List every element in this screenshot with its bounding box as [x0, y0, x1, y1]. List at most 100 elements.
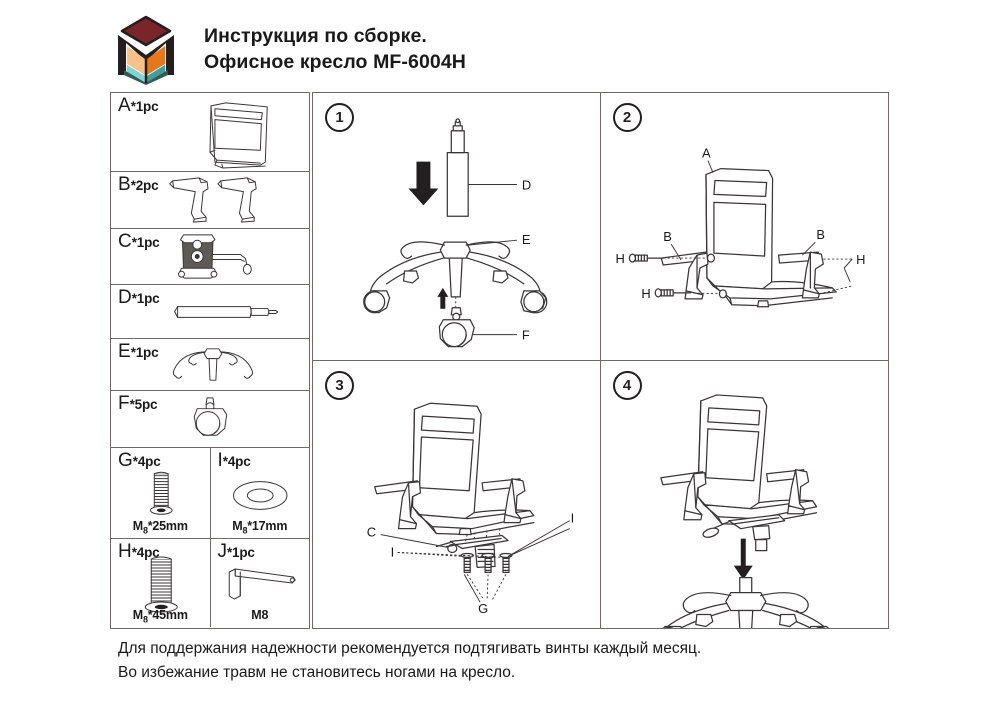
part-art-five-star-base: [172, 348, 253, 381]
step-number-4: 4: [612, 370, 642, 400]
footer-line-2: Во избежание травм не становитесь ногами…: [118, 663, 516, 681]
part-spec-I-suffix: *17mm: [247, 518, 288, 533]
parts-row-C: C*1pc: [111, 229, 309, 285]
part-spec-J: M8: [211, 608, 310, 625]
part-art-washer: [232, 481, 287, 510]
title-line-1: Инструкция по сборке.: [204, 25, 427, 48]
part-art-allen-key: [228, 568, 296, 600]
part-spec-I-sub: 8: [242, 525, 248, 535]
part-spec-G: M8*25mm: [111, 519, 210, 536]
parts-cell-C: C*1pc: [111, 229, 309, 284]
part-spec-G-sub: 8: [142, 525, 148, 535]
sheet-header: Инструкция по сборке. Офисное кресло MF-…: [110, 12, 890, 88]
step-art-3: G I I C: [367, 402, 575, 616]
part-spec-I-prefix: M: [232, 518, 243, 533]
part-letter-F: F: [118, 393, 130, 414]
part-qty-J: *1pc: [227, 545, 255, 560]
parts-cell-H: H*4pc M8*45mm: [111, 539, 211, 627]
part-spec-J-prefix: M: [251, 607, 262, 622]
part-letter-E: E: [118, 341, 131, 362]
step2-callout-H-right: H: [856, 252, 865, 267]
part-art-chair-frame: [209, 102, 268, 169]
part-label-F: F*5pc: [118, 393, 158, 414]
part-qty-A: *1pc: [130, 99, 159, 114]
step3-callout-G: G: [478, 601, 488, 616]
parts-list-table: A*1pc B*2pc: [110, 92, 310, 629]
part-letter-H: H: [118, 541, 132, 562]
step-number-3: 3: [325, 370, 354, 400]
step1-callout-F: F: [522, 328, 530, 343]
step-panel-3: 3: [313, 360, 601, 628]
step3-callout-I-left: I: [391, 544, 395, 559]
parts-cell-I: I*4pc M8*17mm: [211, 448, 310, 538]
part-qty-G: *4pc: [132, 454, 161, 469]
part-letter-J: J: [217, 541, 228, 562]
step2-callout-B-left: B: [663, 229, 672, 244]
step-panel-1: 1: [313, 93, 601, 361]
title-block: Инструкция по сборке. Офисное кресло MF-…: [204, 24, 466, 76]
parts-row-E: E*1pc: [111, 339, 309, 391]
part-letter-C: C: [118, 231, 132, 252]
step-art-2: A B B H H H: [615, 146, 865, 308]
part-spec-G-suffix: *25mm: [147, 518, 188, 533]
step3-callout-I-right: I: [571, 510, 575, 525]
part-label-C: C*1pc: [118, 231, 160, 252]
step-number-2: 2: [612, 103, 642, 132]
part-label-G: G*4pc: [118, 451, 161, 470]
part-qty-E: *1pc: [130, 345, 159, 360]
step3-callout-C: C: [367, 524, 376, 539]
part-label-H: H*4pc: [118, 541, 160, 562]
company-logo: [110, 15, 182, 85]
parts-cell-A: A*1pc: [111, 93, 309, 171]
parts-row-F: F*5pc: [111, 391, 309, 448]
part-art-long-bolt: [144, 556, 178, 613]
part-letter-A: A: [118, 95, 131, 116]
parts-cell-F: F*5pc: [111, 391, 309, 447]
part-art-short-bolt: [149, 471, 173, 515]
step2-callout-H-bottom: H: [641, 286, 650, 301]
part-qty-F: *5pc: [129, 397, 158, 412]
part-qty-I: *4pc: [222, 454, 251, 469]
part-spec-J-suffix: 8: [261, 607, 269, 622]
part-spec-H-prefix: M: [132, 607, 143, 622]
step-art-4: [659, 393, 830, 628]
step-art-1: D E F: [363, 118, 548, 348]
part-label-E: E*1pc: [118, 341, 159, 362]
parts-cell-D: D*1pc: [111, 285, 309, 338]
step1-callout-E: E: [522, 232, 531, 247]
step2-callout-A: A: [701, 146, 710, 161]
part-spec-G-prefix: M: [132, 518, 143, 533]
part-qty-C: *1pc: [131, 235, 160, 250]
parts-row-B: B*2pc: [111, 172, 309, 229]
part-qty-D: *1pc: [131, 291, 160, 306]
part-qty-H: *4pc: [131, 545, 160, 560]
parts-cell-B: B*2pc: [111, 172, 309, 228]
part-spec-I: M8*17mm: [211, 519, 310, 536]
step1-callout-D: D: [522, 177, 531, 192]
step-panel-4: 4: [601, 361, 889, 628]
step-panel-2: 2: [600, 93, 888, 361]
part-letter-G: G: [118, 450, 133, 471]
step2-callout-B-right: B: [816, 227, 825, 242]
title-line-2: Офисное кресло MF-6004H: [204, 51, 466, 73]
parts-cell-E: E*1pc: [111, 339, 309, 390]
part-art-gas-cylinder: [174, 306, 279, 318]
parts-cell-G: G*4pc M8*25mm: [111, 448, 211, 538]
part-letter-I: I: [217, 450, 223, 471]
part-spec-H-sub: 8: [142, 614, 148, 624]
parts-row-D: D*1pc: [111, 285, 309, 339]
part-label-D: D*1pc: [118, 287, 160, 308]
parts-cell-J: J*1pc M8: [211, 539, 310, 627]
step-number-1: 1: [325, 103, 354, 132]
footer-line-1: Для поддержания надежности рекомендуется…: [118, 640, 702, 657]
parts-row-H-J: H*4pc M8*45mm J*1pc: [111, 539, 309, 627]
part-letter-B: B: [118, 174, 131, 195]
part-spec-H-suffix: *45mm: [147, 607, 188, 622]
part-label-J: J*1pc: [218, 542, 255, 561]
part-letter-D: D: [118, 287, 132, 308]
part-label-B: B*2pc: [118, 174, 159, 195]
part-label-A: A*1pc: [118, 95, 159, 116]
assembly-steps-grid: 1: [312, 92, 889, 629]
parts-row-G-I: G*4pc M8*25mm I*4pc: [111, 448, 309, 539]
parts-row-A: A*1pc: [111, 93, 309, 172]
